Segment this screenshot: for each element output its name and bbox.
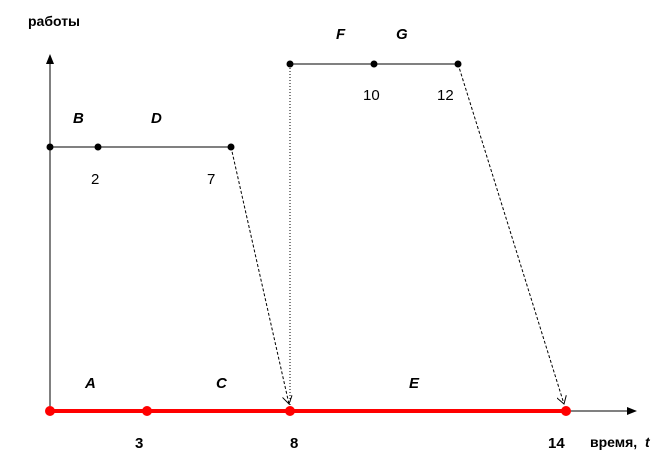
critical-node-0 <box>45 406 55 416</box>
node-bd-2 <box>94 143 102 151</box>
time-label-2: 2 <box>91 171 99 188</box>
time-label-10: 10 <box>363 87 380 104</box>
x-axis-variable: t <box>645 434 651 450</box>
time-label-3: 3 <box>135 435 143 452</box>
critical-node-8 <box>285 406 295 416</box>
node-bd-start <box>46 143 54 151</box>
activity-label-f: F <box>336 26 346 43</box>
node-fg-10 <box>370 60 378 68</box>
activity-label-c: C <box>216 375 228 392</box>
activity-label-b: B <box>73 110 84 127</box>
critical-node-14 <box>561 406 571 416</box>
x-axis-label: время, <box>590 434 637 450</box>
activity-label-e: E <box>409 375 420 392</box>
node-fg-start <box>286 60 294 68</box>
activity-label-d: D <box>151 110 162 127</box>
time-label-8: 8 <box>290 435 298 452</box>
critical-node-3 <box>142 406 152 416</box>
time-label-7: 7 <box>207 171 215 188</box>
time-label-14: 14 <box>548 435 565 452</box>
activity-label-g: G <box>396 26 408 43</box>
time-label-12: 12 <box>437 87 454 104</box>
activity-label-a: A <box>84 375 96 392</box>
dashed-arrow-g-to-14 <box>457 63 564 404</box>
dashed-arrow-d-to-8 <box>230 146 289 404</box>
y-axis-label: работы <box>28 13 80 29</box>
